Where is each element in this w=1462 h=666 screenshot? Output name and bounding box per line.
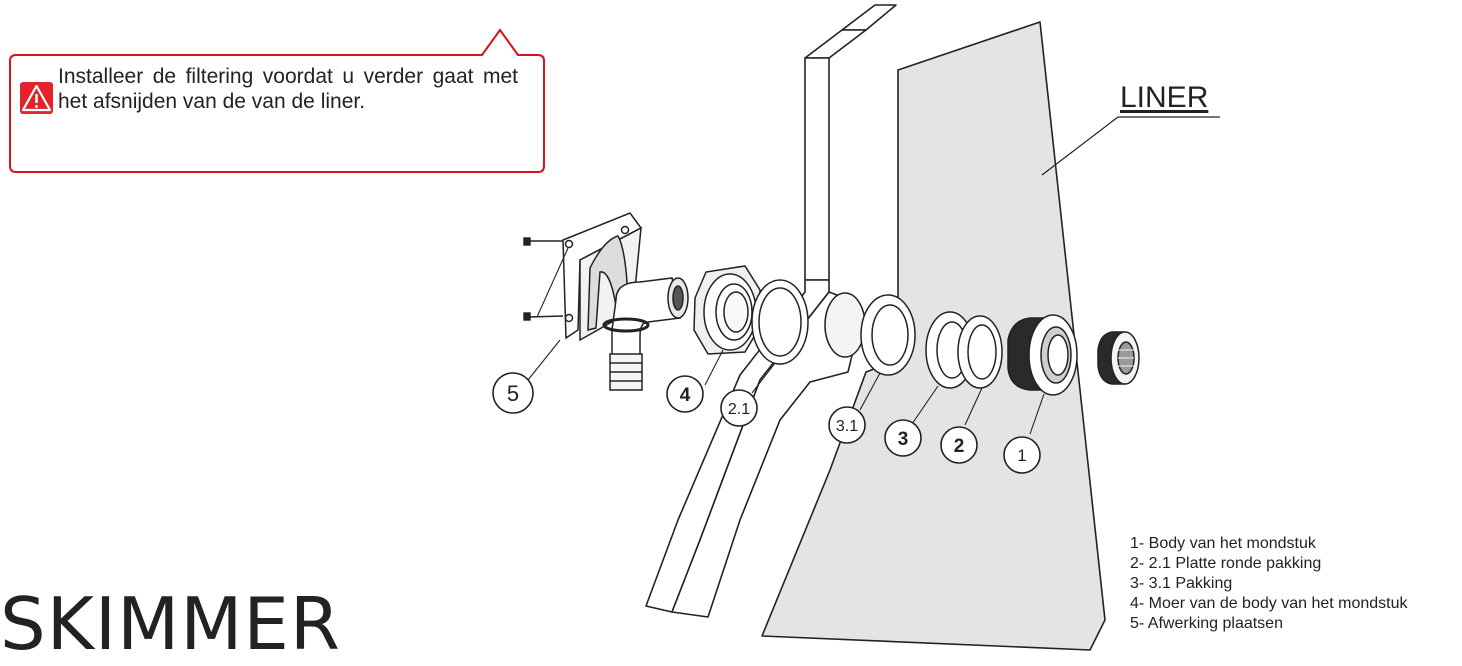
legend-item-2: 2- 2.1 Platte ronde pakking: [1130, 555, 1322, 572]
part-1-nozzle-body: [1007, 314, 1078, 396]
legend-item-5: 5- Afwerking plaatsen: [1130, 615, 1283, 632]
callout-circle-5: [492, 372, 534, 414]
elbow-pipe: [602, 277, 689, 391]
callout-label-2: 2: [954, 436, 965, 457]
legend-item-3: 3- 3.1 Pakking: [1130, 575, 1233, 592]
leader-1: [1029, 393, 1045, 435]
warning-text: Installeer de filtering voordat u verder…: [58, 65, 518, 113]
leader-4: [704, 349, 724, 386]
callout-label-2-1: 2.1: [728, 401, 750, 418]
liner-label: LINER: [1120, 81, 1209, 114]
callout-label-4: 4: [680, 385, 691, 406]
callout-label-1: 1: [1017, 446, 1026, 465]
part-4-nut: [693, 265, 761, 355]
callout-circle-3-1: [828, 406, 866, 444]
legend-item-1: 1- Body van het mondstuk: [1130, 535, 1316, 552]
leader-3-1: [859, 372, 881, 411]
pool-wall: [645, 4, 897, 618]
leader-2: [964, 387, 983, 426]
callout-label-3-1: 3.1: [836, 418, 858, 435]
warning-triangle-icon: [20, 82, 53, 114]
callout-label-5: 5: [507, 381, 519, 406]
callout-label-3: 3: [898, 429, 909, 450]
callout-circle-2-1: [720, 389, 758, 427]
callout-circle-2: [940, 426, 978, 464]
part-2-flat-gasket: [957, 315, 1003, 389]
page-title: SKIMMER: [0, 582, 341, 666]
callout-circle-1: [1003, 436, 1041, 474]
callout-circle-3: [884, 419, 922, 457]
part-2-1-flat-gasket: [751, 279, 809, 365]
nozzle-insert: [1097, 331, 1140, 385]
leader-5: [527, 339, 561, 381]
wall-fitting-body: [824, 292, 866, 358]
screw-icon: [523, 237, 569, 321]
warning-callout-box: [9, 28, 545, 173]
legend-item-4: 4- Moer van de body van het mondstuk: [1130, 595, 1408, 612]
leader-3: [911, 385, 939, 425]
liner-leader-line: [1041, 116, 1119, 176]
part-3-1-gasket: [860, 294, 916, 376]
callout-circle-4: [666, 375, 704, 413]
leader-2-1: [751, 362, 776, 394]
parts-legend: 1- Body van het mondstuk 2- 2.1 Platte r…: [1130, 534, 1408, 634]
